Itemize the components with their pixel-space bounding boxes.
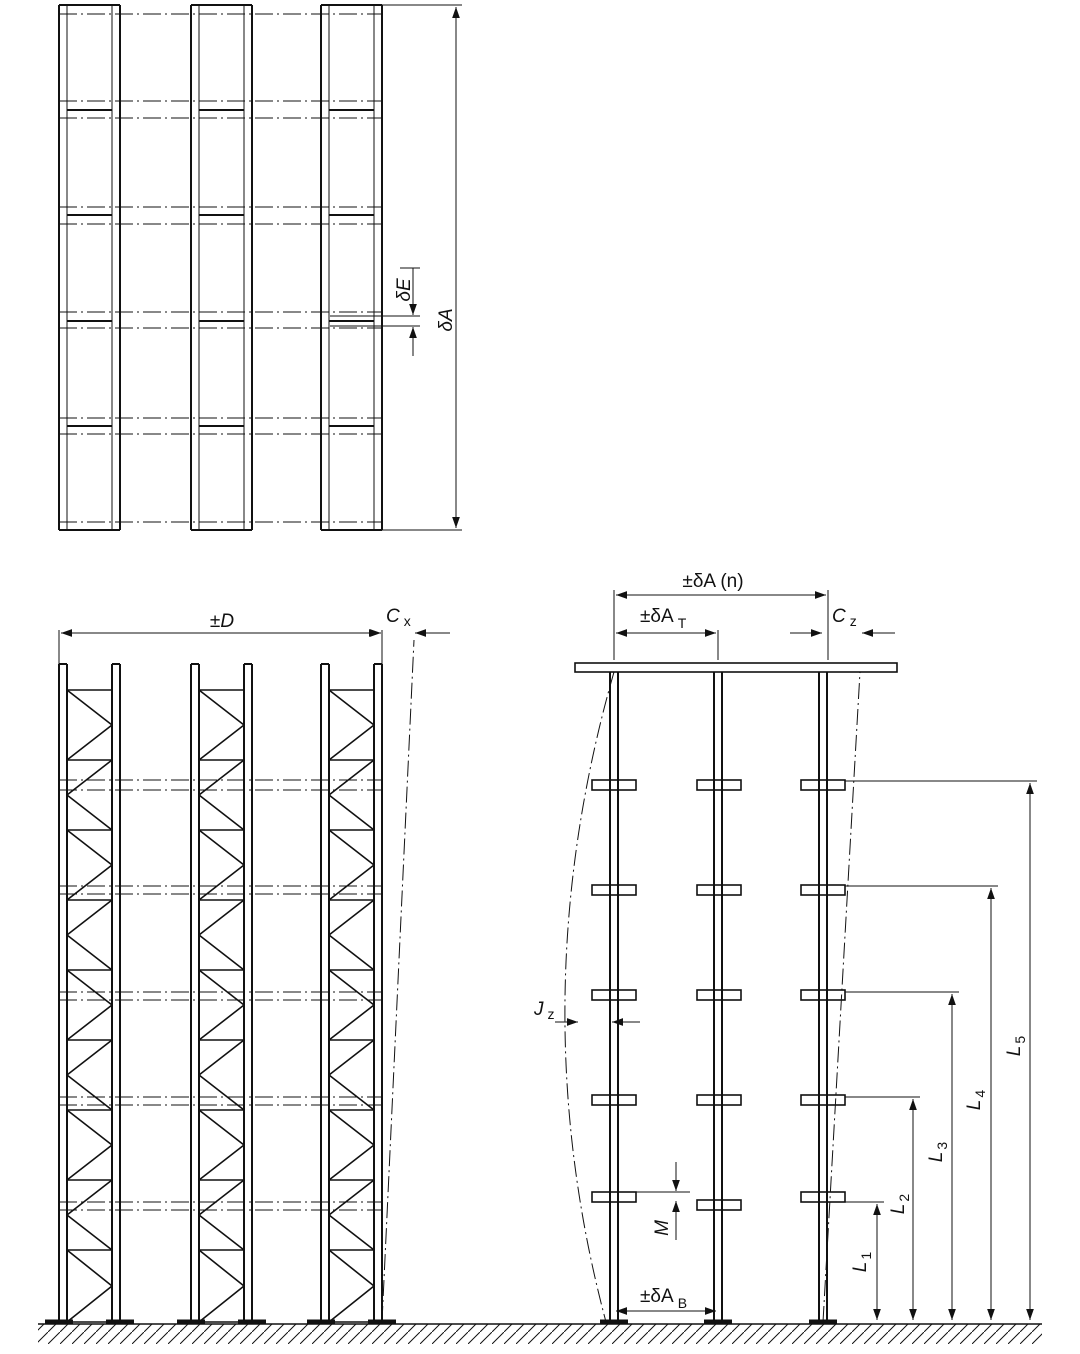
frame-diagonal [198, 934, 245, 971]
frame-diagonal [328, 1144, 375, 1181]
l5-label: L5 [1004, 1036, 1028, 1057]
beam-connector [696, 779, 742, 791]
m-label: M [652, 1220, 673, 1236]
frame-diagonal [328, 1179, 375, 1216]
beam-connector [696, 1199, 742, 1211]
floor-ground [38, 1323, 1042, 1344]
frame-diagonal [198, 1109, 245, 1146]
plan-dimensions [330, 4, 462, 531]
frame-diagonal [198, 689, 245, 726]
frame-diagonal [328, 1004, 375, 1041]
frame-diagonal [198, 794, 245, 831]
frame-diagonal [198, 829, 245, 866]
frame-diagonal [328, 1214, 375, 1251]
frame-diagonal [328, 969, 375, 1006]
bow-deflection-line [564, 671, 615, 1323]
frame-diagonal [198, 1074, 245, 1111]
out-of-plumb-line [381, 639, 415, 1323]
frame-diagonal [198, 1179, 245, 1216]
beam-connector [800, 779, 846, 791]
beam-connector [696, 884, 742, 896]
beam-connector [800, 884, 846, 896]
l2-label: L2 [888, 1194, 912, 1215]
frame-diagonal [66, 829, 113, 866]
frame-diagonal [328, 689, 375, 726]
frame-diagonal [66, 1074, 113, 1111]
beam-connector [591, 884, 637, 896]
beam-connector [800, 1191, 846, 1203]
frame-diagonal [66, 864, 113, 901]
l3-label: L3 [926, 1142, 950, 1163]
delta-a-label: δA [436, 308, 457, 331]
frame-diagonal [66, 1004, 113, 1041]
beam-connector [696, 1094, 742, 1106]
frame-diagonal [328, 794, 375, 831]
frame-diagonal [66, 1144, 113, 1181]
frame-diagonal [328, 829, 375, 866]
frame-diagonal [66, 1214, 113, 1251]
frame-diagonal [66, 1285, 113, 1323]
frame-diagonal [328, 1285, 375, 1323]
frame-diagonal [328, 864, 375, 901]
ground-hatch [38, 1324, 1042, 1344]
beam-connector [800, 989, 846, 1001]
frame-diagonal [198, 899, 245, 936]
frame-diagonal [66, 1249, 113, 1287]
plan-view [58, 4, 383, 531]
frame-diagonal [66, 1179, 113, 1216]
frame-diagonal [198, 1249, 245, 1287]
beam-connector [591, 779, 637, 791]
plusminus-d-label: ±D [210, 611, 234, 632]
frame-diagonal [66, 759, 113, 796]
delta-e-label: δE [394, 278, 415, 302]
frame-diagonal [66, 934, 113, 971]
frame-diagonal [66, 969, 113, 1006]
beam-connector [591, 1094, 637, 1106]
frame-diagonal [198, 864, 245, 901]
beam-connector [591, 1191, 637, 1203]
frame-diagonal [198, 1004, 245, 1041]
frame-diagonal [328, 1249, 375, 1287]
frame-diagonal [66, 794, 113, 831]
frame-diagonal [66, 689, 113, 726]
frame-diagonal [198, 1144, 245, 1181]
frame-diagonal [328, 1039, 375, 1076]
frame-diagonal [198, 1214, 245, 1251]
beam-connector [800, 1094, 846, 1106]
braced-frames-elevation [45, 629, 450, 1325]
frame-diagonal [328, 1074, 375, 1111]
out-of-plumb-line [822, 671, 861, 1323]
top-tie-beam [574, 662, 898, 673]
delta-a-n-label: ±δA (n) [682, 571, 743, 592]
frame-diagonal [66, 899, 113, 936]
frame-diagonal [66, 1109, 113, 1146]
frame-diagonal [198, 1039, 245, 1076]
frame-diagonal [198, 1285, 245, 1323]
beam-connector [591, 989, 637, 1001]
frame-diagonal [328, 759, 375, 796]
frame-diagonal [198, 724, 245, 761]
beam-connector [696, 989, 742, 1001]
l4-label: L4 [964, 1090, 988, 1111]
frame-diagonal [328, 899, 375, 936]
frame-diagonal [66, 724, 113, 761]
frame-diagonal [328, 934, 375, 971]
frame-diagonal [198, 969, 245, 1006]
frame-diagonal [198, 759, 245, 796]
frame-diagonal [328, 724, 375, 761]
l1-label: L1 [850, 1252, 874, 1273]
beam-levels-elevation [555, 590, 1037, 1325]
frame-diagonal [66, 1039, 113, 1076]
frame-diagonal [328, 1109, 375, 1146]
